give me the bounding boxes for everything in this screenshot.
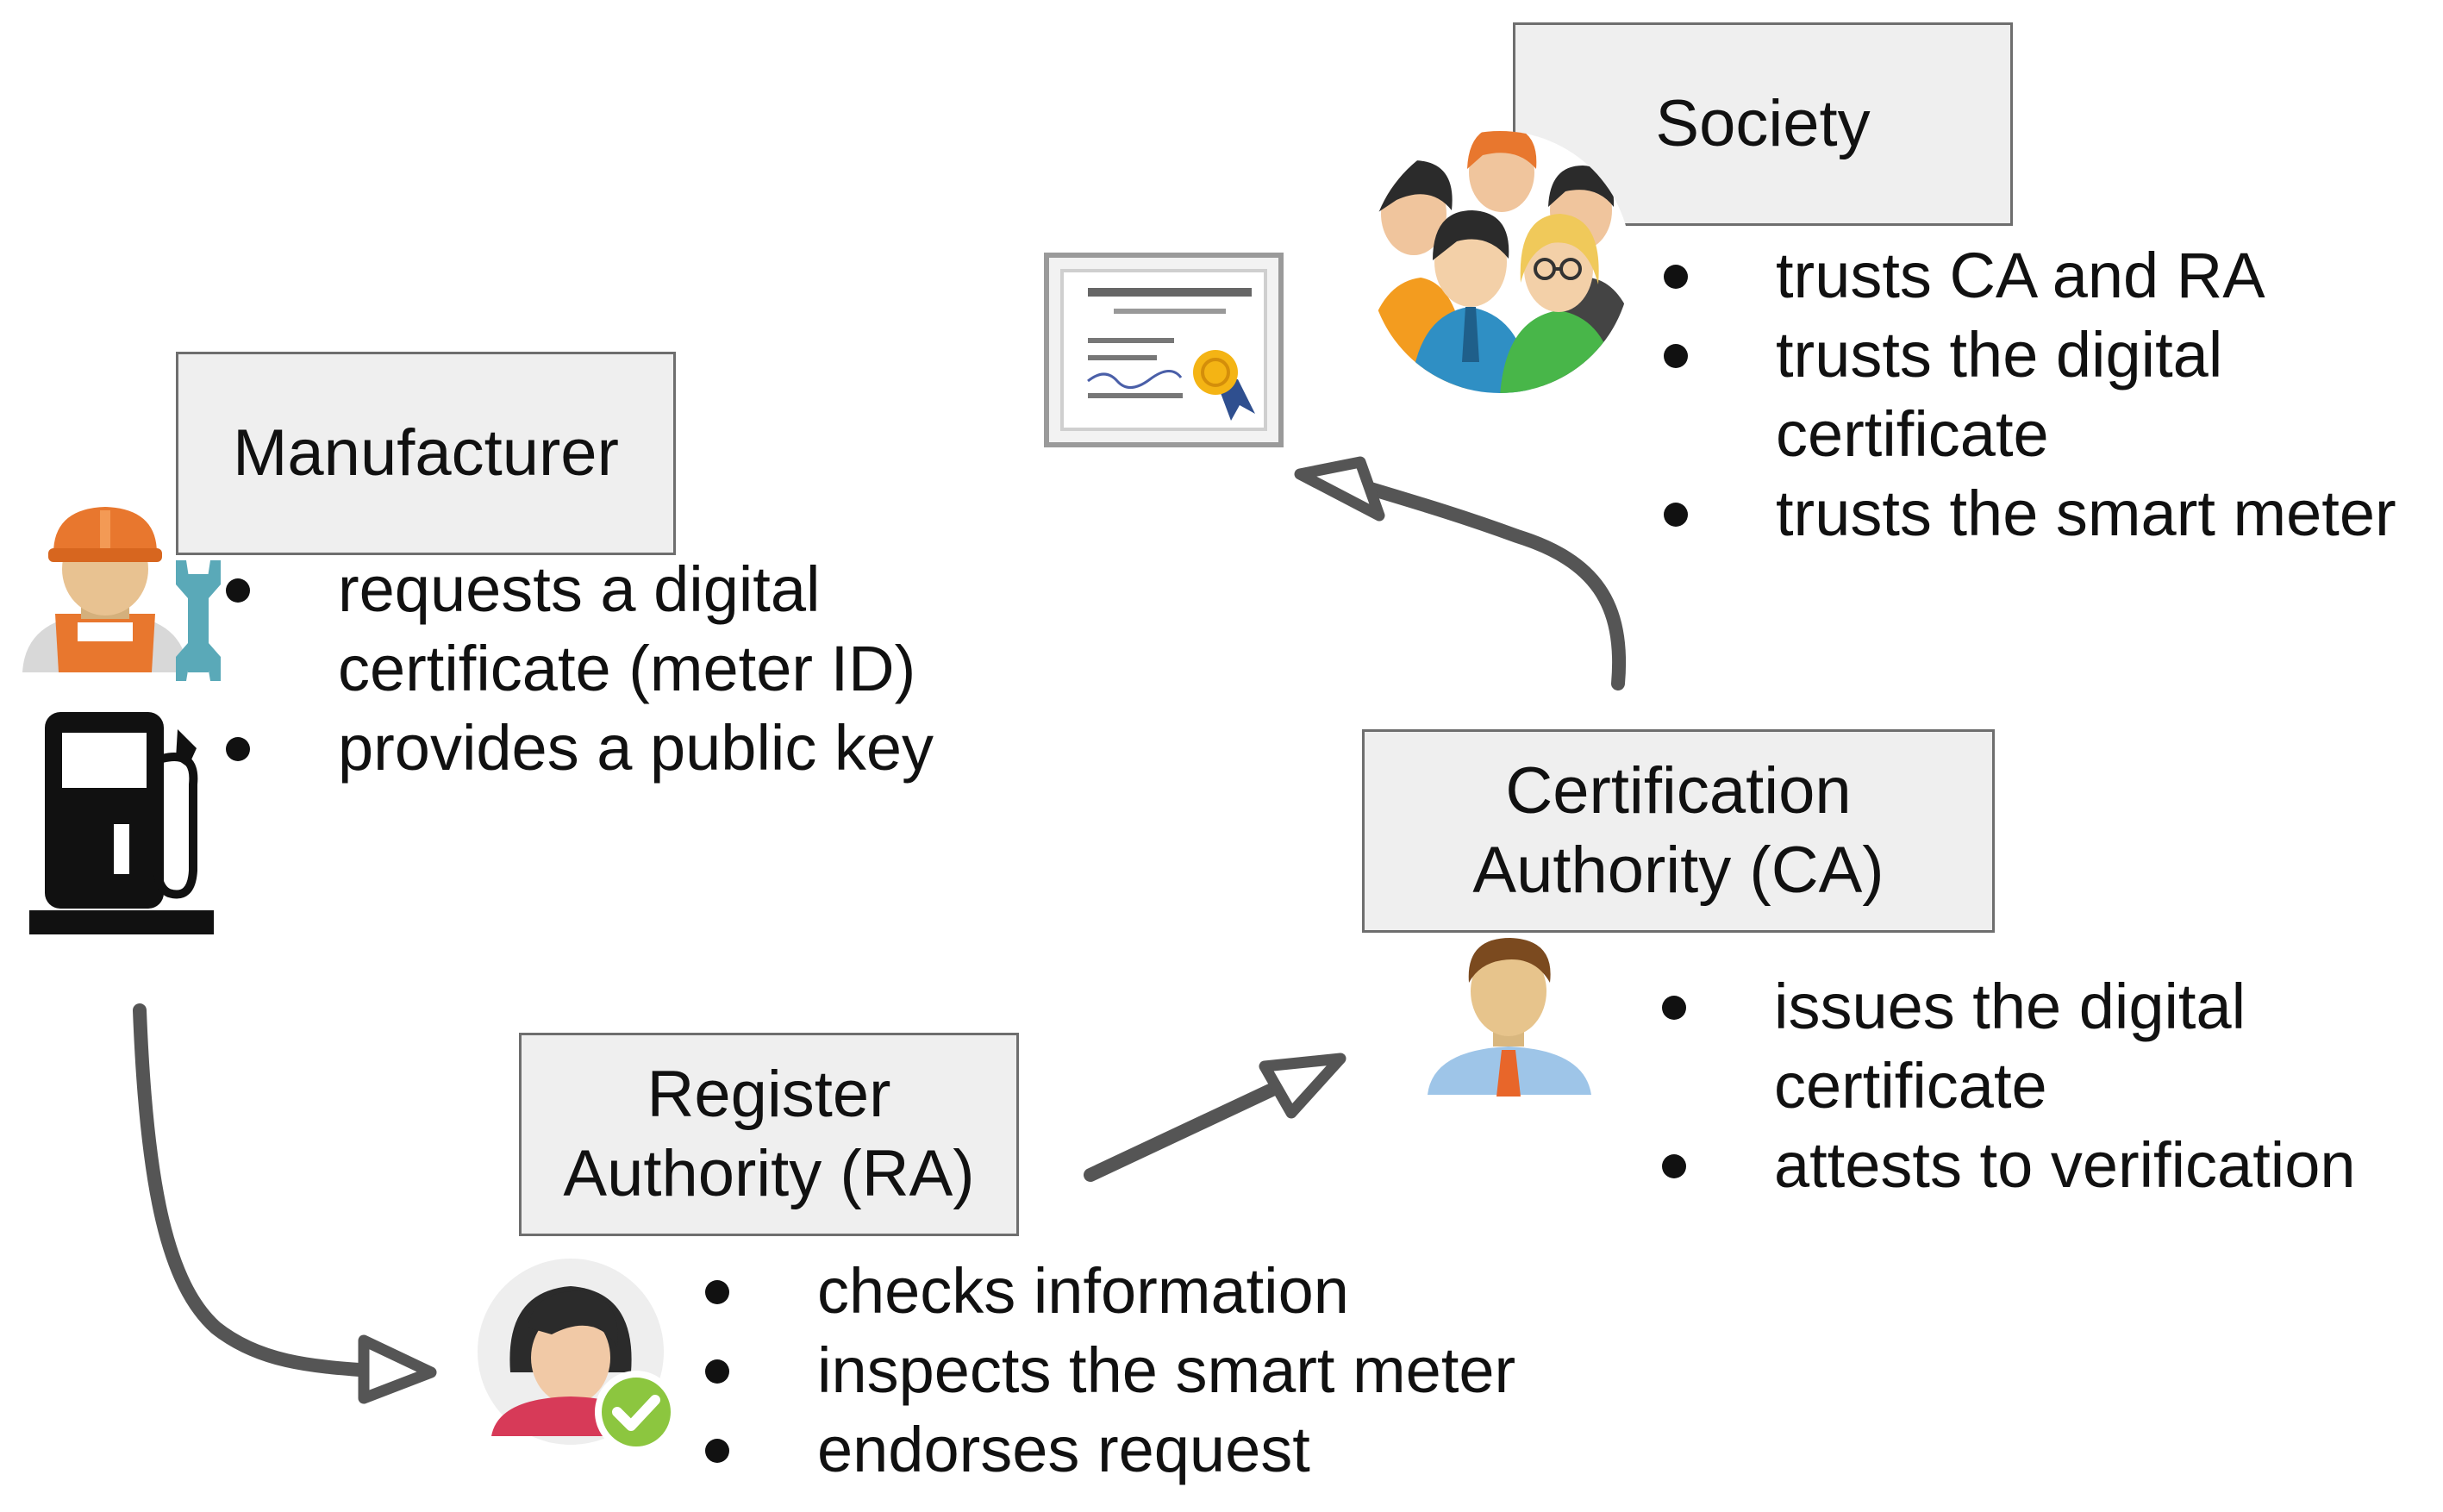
ca-title-line1: Certification [1505, 754, 1852, 828]
list-item: trusts the digital certificate [1655, 316, 2431, 474]
ra-box: Register Authority (RA) [519, 1033, 1019, 1236]
arrowhead-certificate [1294, 456, 1385, 522]
arrow-manufacturer-to-ra [133, 1003, 378, 1378]
ra-title-line2: Authority (RA) [563, 1137, 975, 1210]
society-title: Society [1655, 87, 1871, 160]
worker-icon [22, 507, 188, 672]
manufacturer-bullets: requests a digital certificate (meter ID… [217, 550, 1019, 788]
certificate-icon [1044, 253, 1284, 447]
ra-title-line1: Register [647, 1058, 891, 1131]
list-item: requests a digital certificate (meter ID… [217, 550, 1019, 709]
manufacturer-box: Manufacturer [176, 352, 676, 555]
list-item: endorses request [697, 1410, 1645, 1490]
arrowhead-ra [358, 1334, 437, 1404]
group-people-icon [1369, 131, 1631, 393]
ra-bullets: checks information inspects the smart me… [697, 1252, 1645, 1490]
woman-check-icon [478, 1259, 678, 1453]
list-item: trusts CA and RA [1655, 236, 2431, 316]
list-item: trusts the smart meter [1655, 474, 2431, 553]
list-item: provides a public key [217, 709, 1019, 788]
ca-box: Certification Authority (CA) [1362, 729, 1995, 933]
businessman-icon [1428, 938, 1591, 1097]
arrow-ra-to-ca [1084, 1081, 1283, 1182]
fuel-pump-icon [29, 712, 214, 934]
society-bullets: trusts CA and RA trusts the digital cert… [1655, 236, 2431, 553]
list-item: issues the digital certificate [1653, 967, 2429, 1126]
arrowhead-ca [1259, 1053, 1346, 1119]
manufacturer-title: Manufacturer [233, 416, 619, 490]
ca-title-line2: Authority (CA) [1472, 834, 1884, 907]
list-item: checks information [697, 1252, 1645, 1331]
list-item: attests to verification [1653, 1126, 2429, 1205]
wrench-icon [176, 560, 221, 681]
ca-bullets: issues the digital certificate attests t… [1653, 967, 2429, 1205]
list-item: inspects the smart meter [697, 1331, 1645, 1410]
arrow-ca-to-certificate [1364, 482, 1626, 690]
